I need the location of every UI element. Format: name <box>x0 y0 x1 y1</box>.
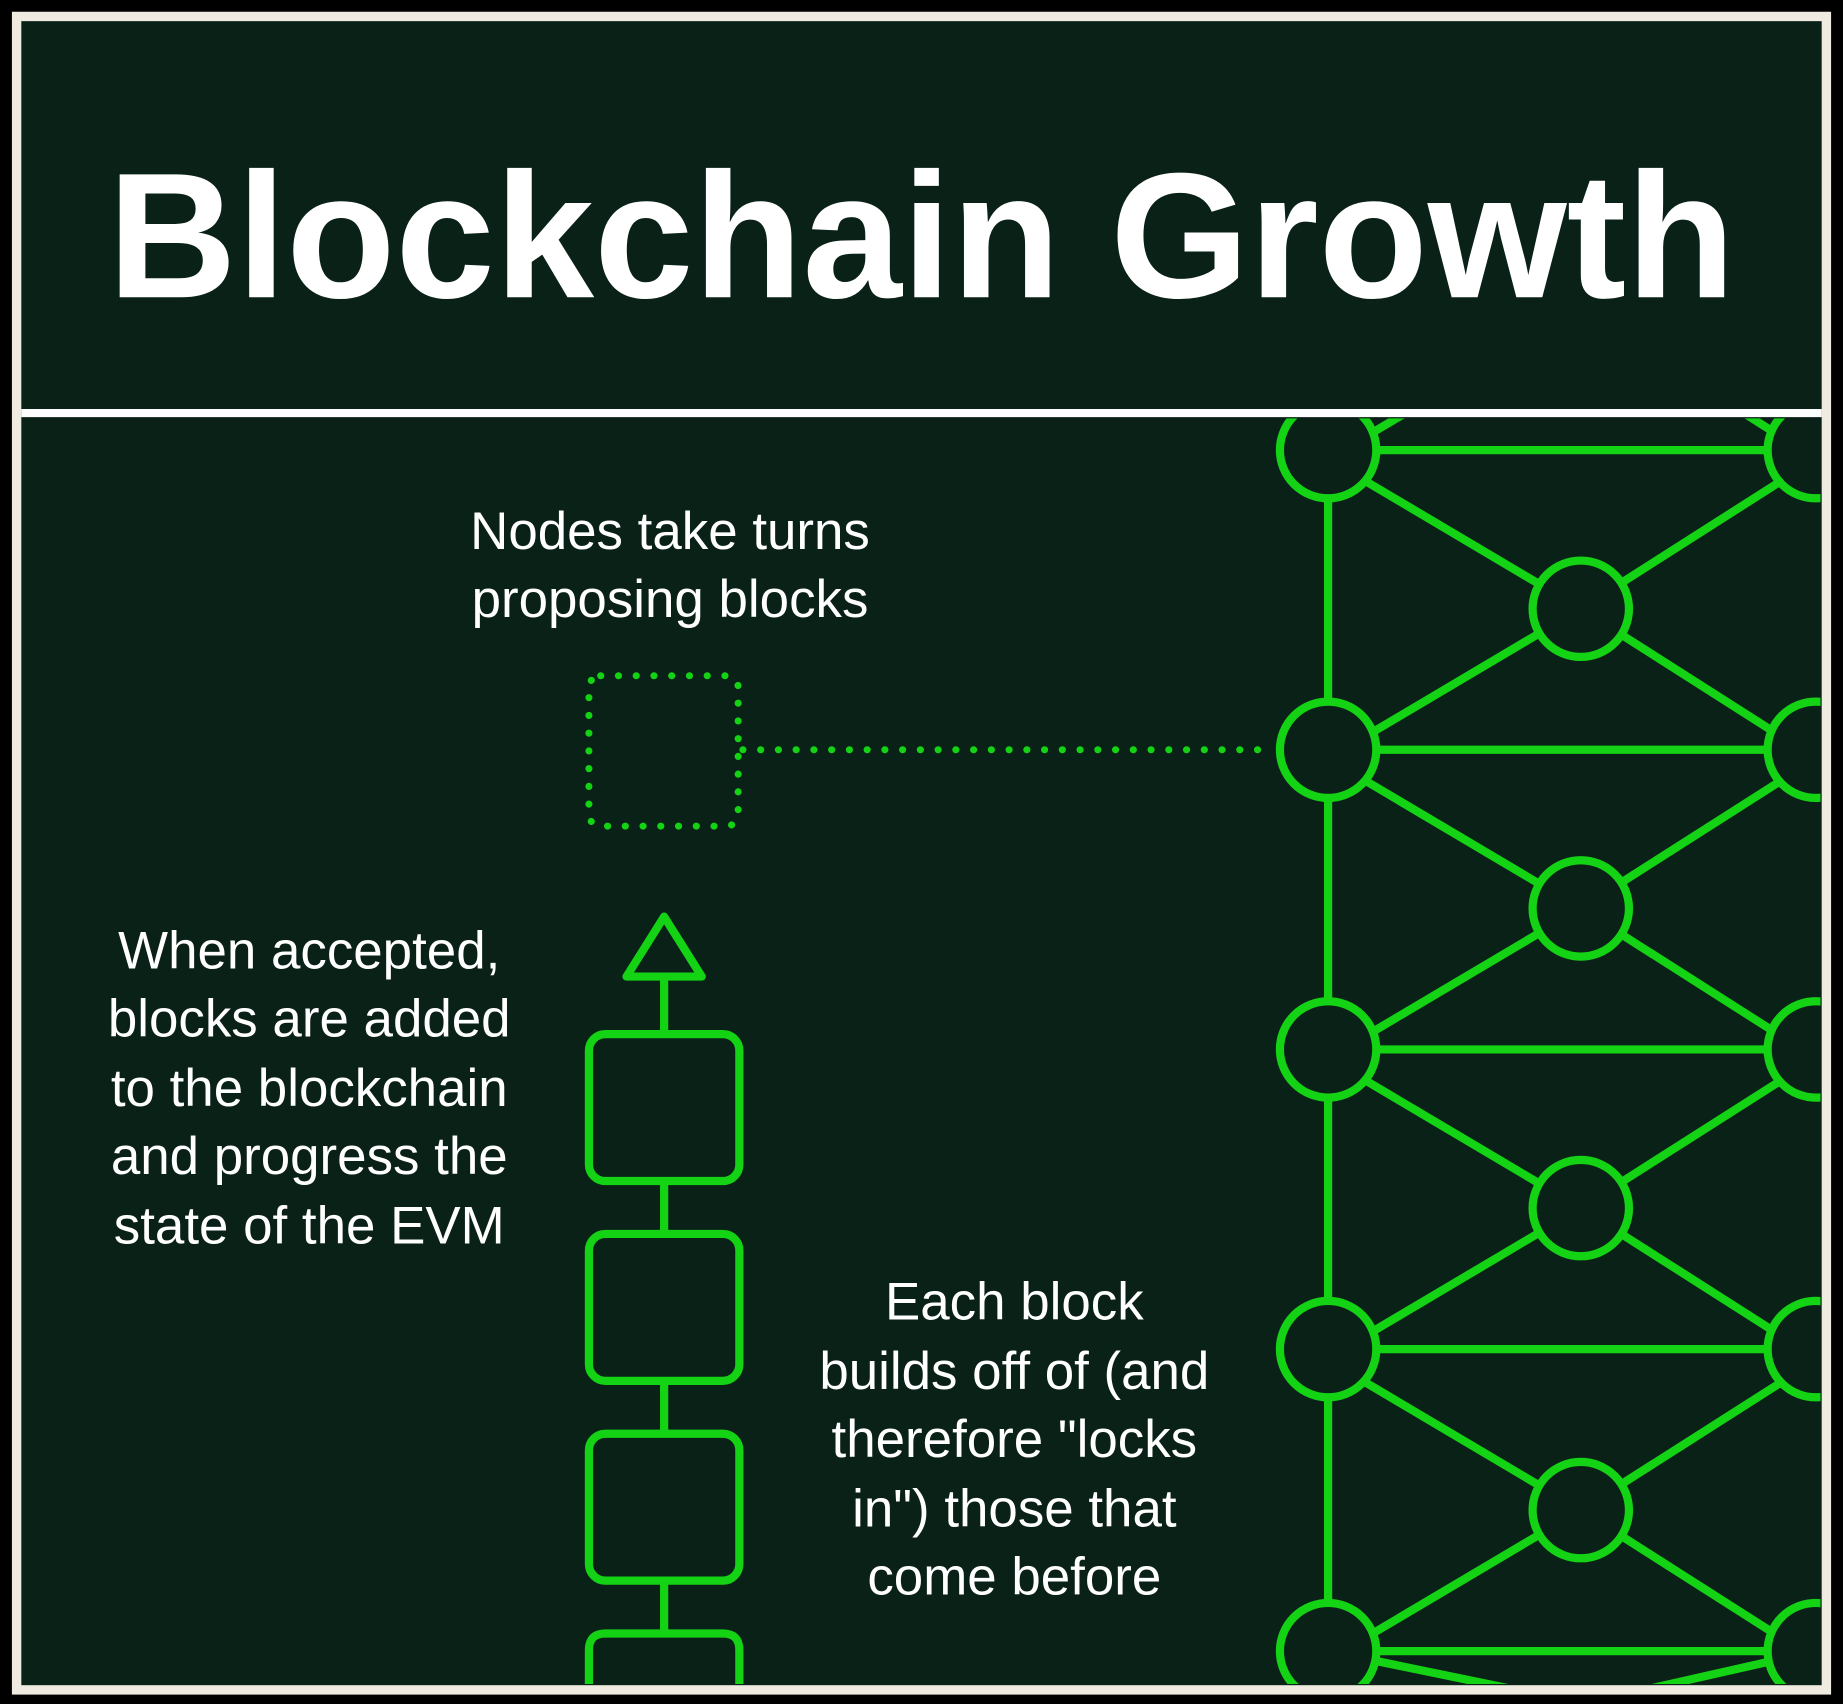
page-title: Blockchain Growth <box>108 135 1736 335</box>
caption-line: Nodes take turns <box>470 502 870 561</box>
network-node <box>1275 418 1381 503</box>
network-node <box>1275 1598 1381 1685</box>
network-node <box>1275 697 1381 803</box>
frame <box>11 11 1832 1695</box>
network-node <box>1763 418 1821 503</box>
caption-line: therefore "locks <box>832 1410 1198 1469</box>
arrow-up-icon <box>622 912 706 981</box>
blockchain <box>584 1030 744 1685</box>
network-node <box>1528 1457 1634 1563</box>
caption-accepted: When accepted, blocks are added to the b… <box>108 921 511 1255</box>
network-node <box>1275 1296 1381 1402</box>
chain-block <box>584 1030 744 1186</box>
network-node <box>1763 1598 1821 1685</box>
network-node <box>1528 1155 1634 1261</box>
caption-line: builds off of (and <box>819 1342 1209 1401</box>
node-network <box>1275 418 1821 1685</box>
network-node <box>1763 697 1821 803</box>
caption-line: When accepted, <box>118 921 500 980</box>
caption-line: proposing blocks <box>472 570 869 629</box>
caption-line: and progress the <box>111 1127 508 1186</box>
caption-chain: Each block builds off of (and therefore … <box>819 1273 1209 1607</box>
network-node <box>1763 1296 1821 1402</box>
caption-line: come before <box>867 1548 1161 1607</box>
caption-line: to the blockchain <box>111 1059 508 1118</box>
caption-line: Each block <box>885 1273 1144 1332</box>
network-node <box>1528 556 1634 662</box>
caption-proposing: Nodes take turns proposing blocks <box>470 502 870 629</box>
network-node <box>1275 997 1381 1102</box>
proposed-block <box>585 672 742 830</box>
caption-line: in") those that <box>852 1480 1177 1539</box>
chain-block <box>584 1629 744 1685</box>
network-node <box>1528 856 1634 961</box>
caption-line: blocks are added <box>108 990 511 1049</box>
network-node <box>1763 997 1821 1102</box>
caption-line: state of the EVM <box>114 1196 505 1255</box>
